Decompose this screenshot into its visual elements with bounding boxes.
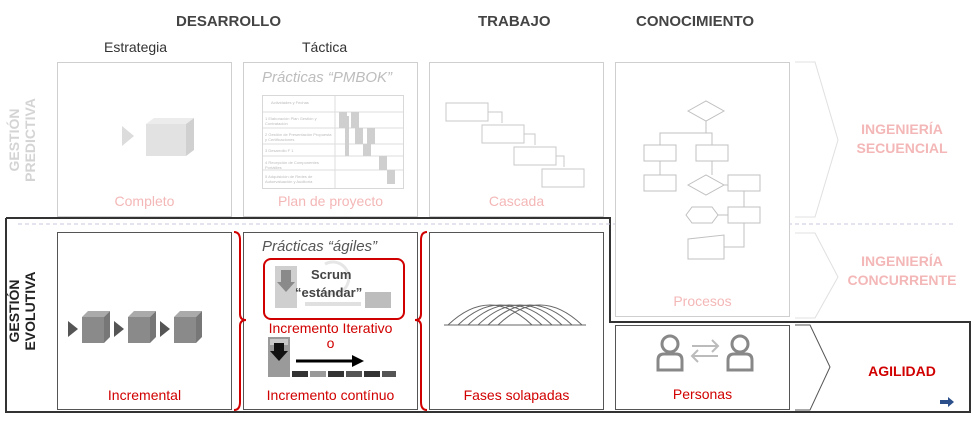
overlapping-phases-icon	[444, 304, 586, 326]
scrum-label: Scrum	[311, 267, 352, 282]
label-o: o	[326, 335, 335, 351]
caption-completo: Completo	[114, 193, 175, 209]
header-desarrollo: DESARROLLO	[176, 13, 281, 30]
subheader-tactica: Táctica	[302, 39, 348, 55]
incremental-cubes-icon	[68, 311, 202, 343]
box-predictiva-tactica: Prácticas “PMBOK” Actividades y Fechas 1…	[243, 62, 418, 217]
title-practicas-pmbok: Prácticas “PMBOK”	[262, 69, 393, 86]
header-conocimiento: CONOCIMIENTO	[636, 13, 755, 30]
title-practicas-agiles: Prácticas “ágiles”	[262, 238, 378, 255]
scrum-estandar-label: “estándar”	[295, 285, 363, 300]
box-predictiva-trabajo: Cascada	[429, 62, 604, 217]
label-incremento-iterativo: Incremento Iterativo	[268, 320, 393, 336]
caption-personas: Personas	[672, 386, 733, 402]
flowchart-icon	[643, 100, 761, 260]
header-trabajo: TRABAJO	[478, 13, 551, 30]
caption-procesos: Procesos	[673, 293, 732, 309]
caption-plan-de-proyecto: Plan de proyecto	[277, 193, 384, 209]
box-predictiva-estrategia: Completo	[57, 62, 232, 217]
scrum-highlight: Scrum “estándar”	[263, 258, 405, 320]
cube-icon	[122, 118, 194, 156]
box-conocimiento-personas: Personas	[615, 325, 790, 410]
caption-incremental: Incremental	[107, 387, 182, 403]
box-evolutiva-tactica: Prácticas “ágiles” Scrum “estándar” Incr…	[243, 232, 418, 410]
scrum-icon	[275, 260, 391, 308]
logo-icon	[940, 397, 954, 407]
continuous-increment-icon	[268, 337, 396, 377]
waterfall-icon	[445, 102, 585, 188]
box-evolutiva-estrategia: Incremental	[57, 232, 232, 410]
people-exchange-icon	[656, 334, 754, 372]
subheader-estrategia: Estrategia	[104, 39, 168, 55]
box-conocimiento-procesos: Procesos	[615, 62, 790, 317]
caption-cascada: Cascada	[488, 193, 545, 209]
caption-fases-solapadas: Fases solapadas	[463, 387, 570, 403]
result-agilidad: AGILIDAD	[868, 363, 936, 379]
label-incremento-continuo: Incremento contínuo	[266, 387, 395, 403]
box-evolutiva-trabajo: Fases solapadas	[429, 232, 604, 410]
gantt-table: Actividades y Fechas 1 Elaboración Plan …	[262, 95, 404, 189]
